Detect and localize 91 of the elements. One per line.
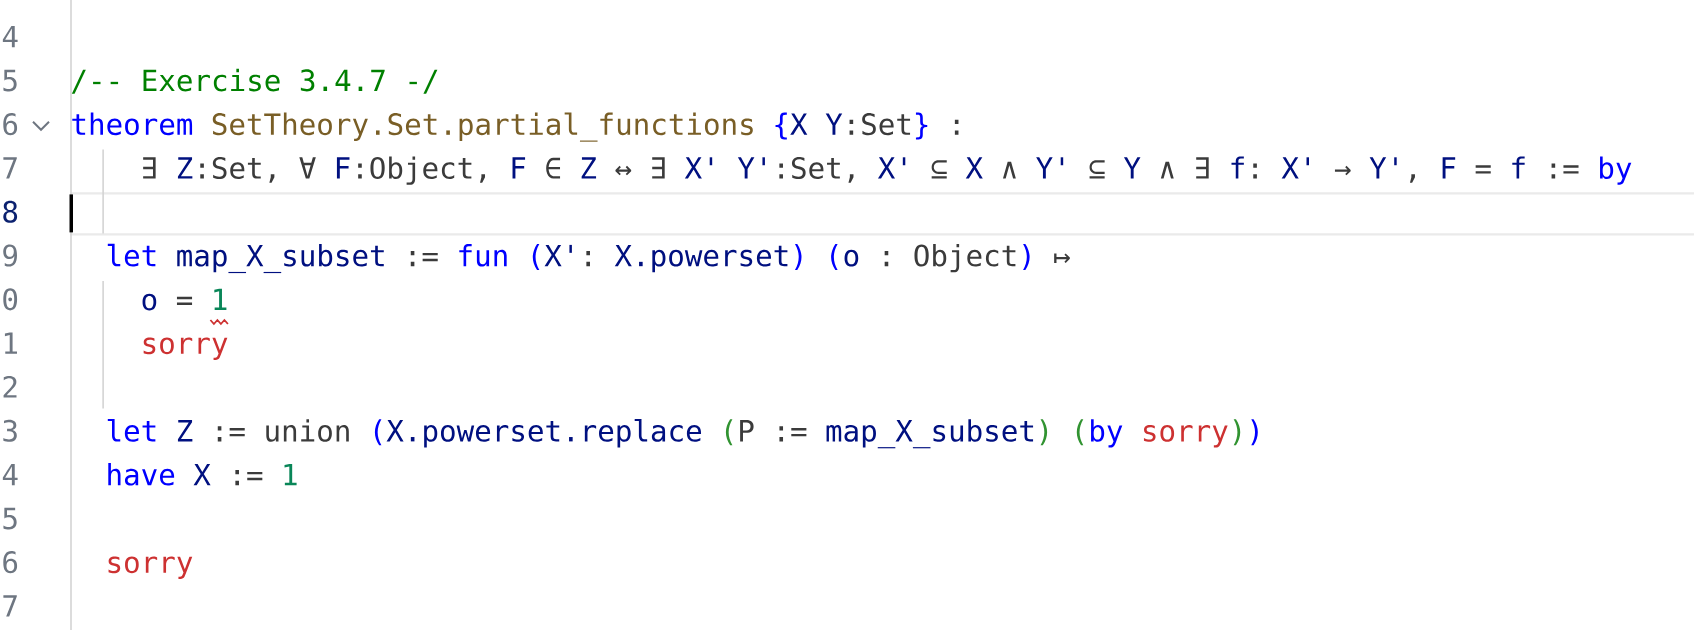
line-number: 3: [3, 419, 17, 442]
code-text: :: [954, 119, 959, 135]
code-text: }: [915, 112, 928, 140]
code-text: ∃: [143, 157, 156, 179]
line-number: 5: [3, 69, 17, 92]
line-number: 2: [3, 375, 17, 398]
code-text: f: [1512, 156, 1525, 179]
code-text: Y': [1369, 157, 1397, 179]
code-text: P :=: [740, 420, 807, 442]
code-text: f: [1231, 156, 1244, 179]
code-text: ∧ ∃: [1160, 157, 1209, 179]
line-number: 6: [3, 551, 18, 574]
code-text: let: [107, 419, 156, 442]
code-text: sorry: [143, 337, 228, 360]
code-text: Z: [177, 157, 193, 179]
line-number: 1: [4, 332, 17, 354]
line-number: 7: [3, 157, 17, 179]
code-text: union: [266, 419, 349, 442]
code-text: (: [1076, 419, 1084, 446]
code-text: :Set: [849, 113, 911, 136]
line-number: 4: [2, 25, 18, 48]
code-text: F: [336, 157, 350, 179]
code-text: Y': [1036, 157, 1064, 179]
code-text: X': [544, 244, 572, 267]
code-text: :Object,: [358, 156, 485, 185]
code-text: map_X_subset: [177, 244, 384, 274]
code-text: X.powerset: [614, 244, 788, 273]
line-number: 8: [3, 200, 18, 223]
code-text: Z: [581, 157, 597, 179]
code-text: ,: [1409, 174, 1415, 183]
code-text: X': [877, 157, 906, 179]
line-number: 4: [2, 463, 18, 486]
line-number: 9: [3, 244, 17, 267]
code-text: :: [884, 251, 889, 267]
code-text: ∈: [546, 157, 561, 179]
code-text: ): [794, 244, 802, 271]
code-text: X.powerset.replace: [386, 419, 701, 448]
code-text: have: [108, 463, 175, 486]
code-text: by: [1091, 419, 1123, 448]
code-text: :=: [217, 426, 245, 442]
code-text: {: [775, 112, 787, 140]
code-text: ): [1233, 419, 1241, 446]
code-text: :=: [1551, 163, 1579, 179]
code-text: ): [1251, 419, 1258, 446]
code-text: 1: [214, 288, 227, 310]
code-text: o: [142, 293, 157, 311]
code-text: =: [1475, 165, 1491, 174]
line-number: 0: [3, 288, 18, 311]
code-text: X: [193, 463, 211, 486]
code-text: Object: [914, 244, 1016, 273]
code-text: :=: [410, 251, 438, 267]
code-text: fun: [459, 244, 507, 267]
code-text: map_X_subset: [826, 419, 1034, 449]
code-text: ↔ ∃: [615, 157, 665, 179]
code-text: SetTheory.Set.partial_functions: [212, 112, 753, 142]
code-text: (: [374, 419, 382, 446]
line-number: 5: [3, 507, 17, 530]
code-text: ): [1023, 244, 1030, 271]
code-text: theorem: [72, 112, 193, 136]
code-text: F: [1442, 157, 1456, 179]
code-text: o: [844, 249, 859, 267]
code-text: :Set,: [779, 156, 854, 183]
code-text: 1: [284, 463, 297, 486]
code-text: F: [512, 157, 526, 179]
code-text: :: [586, 251, 590, 267]
code-text: Y: [1123, 157, 1141, 179]
code-text: →: [1334, 165, 1351, 176]
code-text: ↦: [1054, 253, 1070, 263]
code-text: ∧: [1002, 161, 1016, 179]
line-number: 7: [3, 595, 17, 617]
code-text: (: [831, 244, 838, 271]
code-text: X': [1281, 157, 1309, 179]
code-text: X Y: [790, 113, 843, 135]
code-text: X: [965, 157, 983, 179]
line-number: 6: [3, 113, 18, 136]
code-text: sorry: [108, 556, 193, 579]
code-text: X' Y': [684, 157, 765, 179]
code-text: =: [176, 296, 193, 305]
code-text: Z: [177, 420, 193, 442]
code-text: (: [532, 244, 540, 271]
code-text: by: [1600, 156, 1632, 185]
code-text: :Set, ∀: [200, 156, 316, 183]
code-text: (: [725, 419, 733, 446]
code-text: sorry: [1143, 425, 1228, 448]
code-text: let: [107, 243, 156, 267]
code-text: :=: [235, 470, 263, 486]
code-text: ⊆: [1089, 160, 1105, 179]
code-text: ): [1040, 419, 1048, 446]
code-text: :: [1253, 163, 1257, 179]
code-text: ⊆: [931, 160, 947, 179]
code-text: /-- Exercise 3.4.7 -/: [71, 68, 438, 94]
